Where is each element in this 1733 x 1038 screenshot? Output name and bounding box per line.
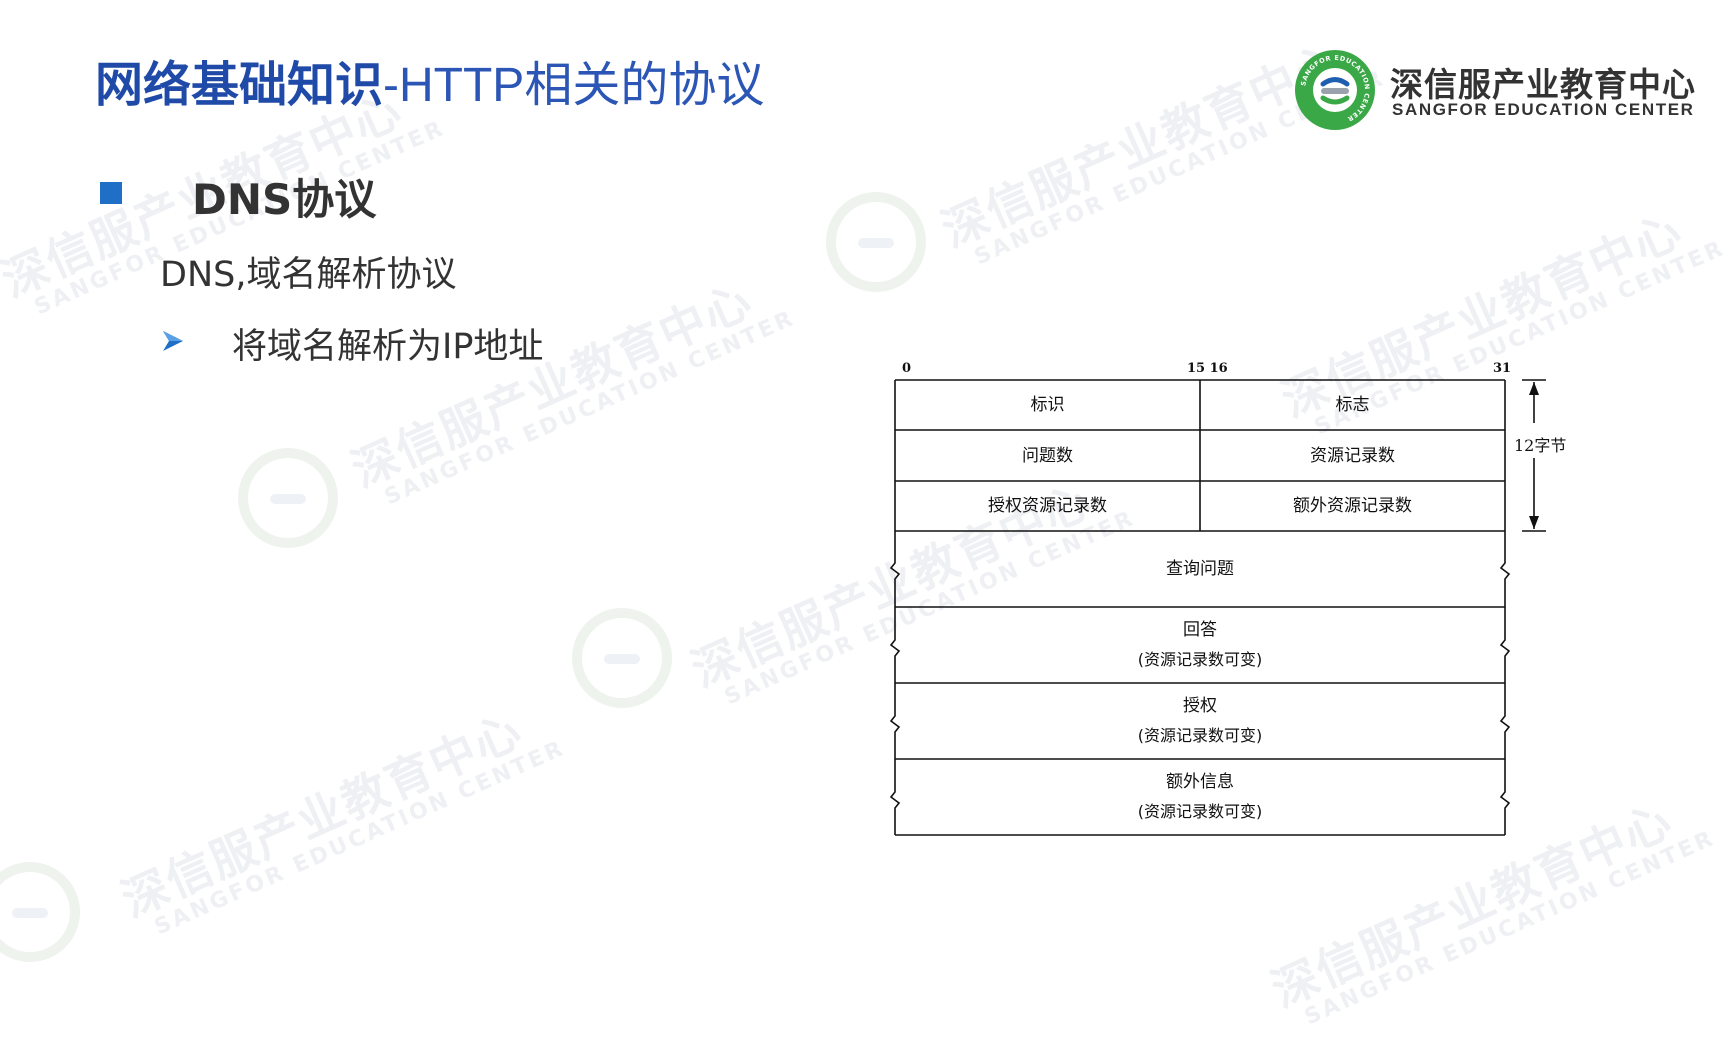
page-title: 网络基础知识-HTTP相关的协议	[95, 54, 764, 117]
watermark-logo	[826, 192, 926, 292]
section-label: 额外信息	[1166, 772, 1234, 792]
section-subheading: DNS,域名解析协议	[160, 255, 457, 295]
section-answer: 回答 (资源记录数可变)	[895, 607, 1505, 683]
section-label: 回答	[1183, 620, 1217, 640]
bullet-square-icon	[100, 182, 122, 204]
title-bold: 网络基础知识	[95, 57, 384, 113]
brand-name-cn: 深信服产业教育中心	[1390, 65, 1696, 104]
bullet-item: 将域名解析为IP地址	[232, 327, 544, 367]
section-label: 查询问题	[1166, 559, 1234, 579]
field-additional-count: 额外资源记录数	[1293, 496, 1412, 516]
field-id: 标识	[1030, 395, 1065, 415]
section-label: 授权	[1183, 696, 1217, 716]
sangfor-logo-icon: SANGFOR EDUCATION CENTER	[1295, 50, 1375, 130]
section-note: (资源记录数可变)	[1137, 802, 1263, 821]
section-note: (资源记录数可变)	[1137, 650, 1263, 669]
header-size-label: 12字节	[1514, 430, 1567, 458]
bit-label-15-16: 15 16	[1187, 361, 1228, 376]
field-flags: 标志	[1335, 395, 1370, 415]
section-additional: 额外信息 (资源记录数可变)	[895, 759, 1505, 835]
brand-name-en: SANGFOR EDUCATION CENTER	[1392, 100, 1695, 119]
section-heading: DNS协议	[192, 175, 377, 224]
section-authority: 授权 (资源记录数可变)	[895, 683, 1505, 759]
section-question: 查询问题	[895, 531, 1505, 607]
bit-label-0: 0	[902, 361, 912, 376]
watermark-logo	[572, 608, 672, 708]
title-rest: -HTTP相关的协议	[383, 59, 765, 112]
arrow-bullet-icon	[163, 331, 183, 351]
diagram-lines	[889, 379, 1546, 836]
watermark-logo	[238, 448, 338, 548]
watermark-logo	[0, 862, 80, 962]
field-authority-count: 授权资源记录数	[988, 496, 1107, 516]
field-question-count: 问题数	[1022, 445, 1073, 466]
section-note: (资源记录数可变)	[1137, 726, 1263, 745]
dns-message-format-diagram: 0 15 16 31 标识 标志 问题数 资源记录数 授权资源记录数 额外资源记…	[880, 355, 1580, 845]
bit-label-31: 31	[1493, 361, 1512, 376]
field-answer-count: 资源记录数	[1310, 445, 1395, 466]
